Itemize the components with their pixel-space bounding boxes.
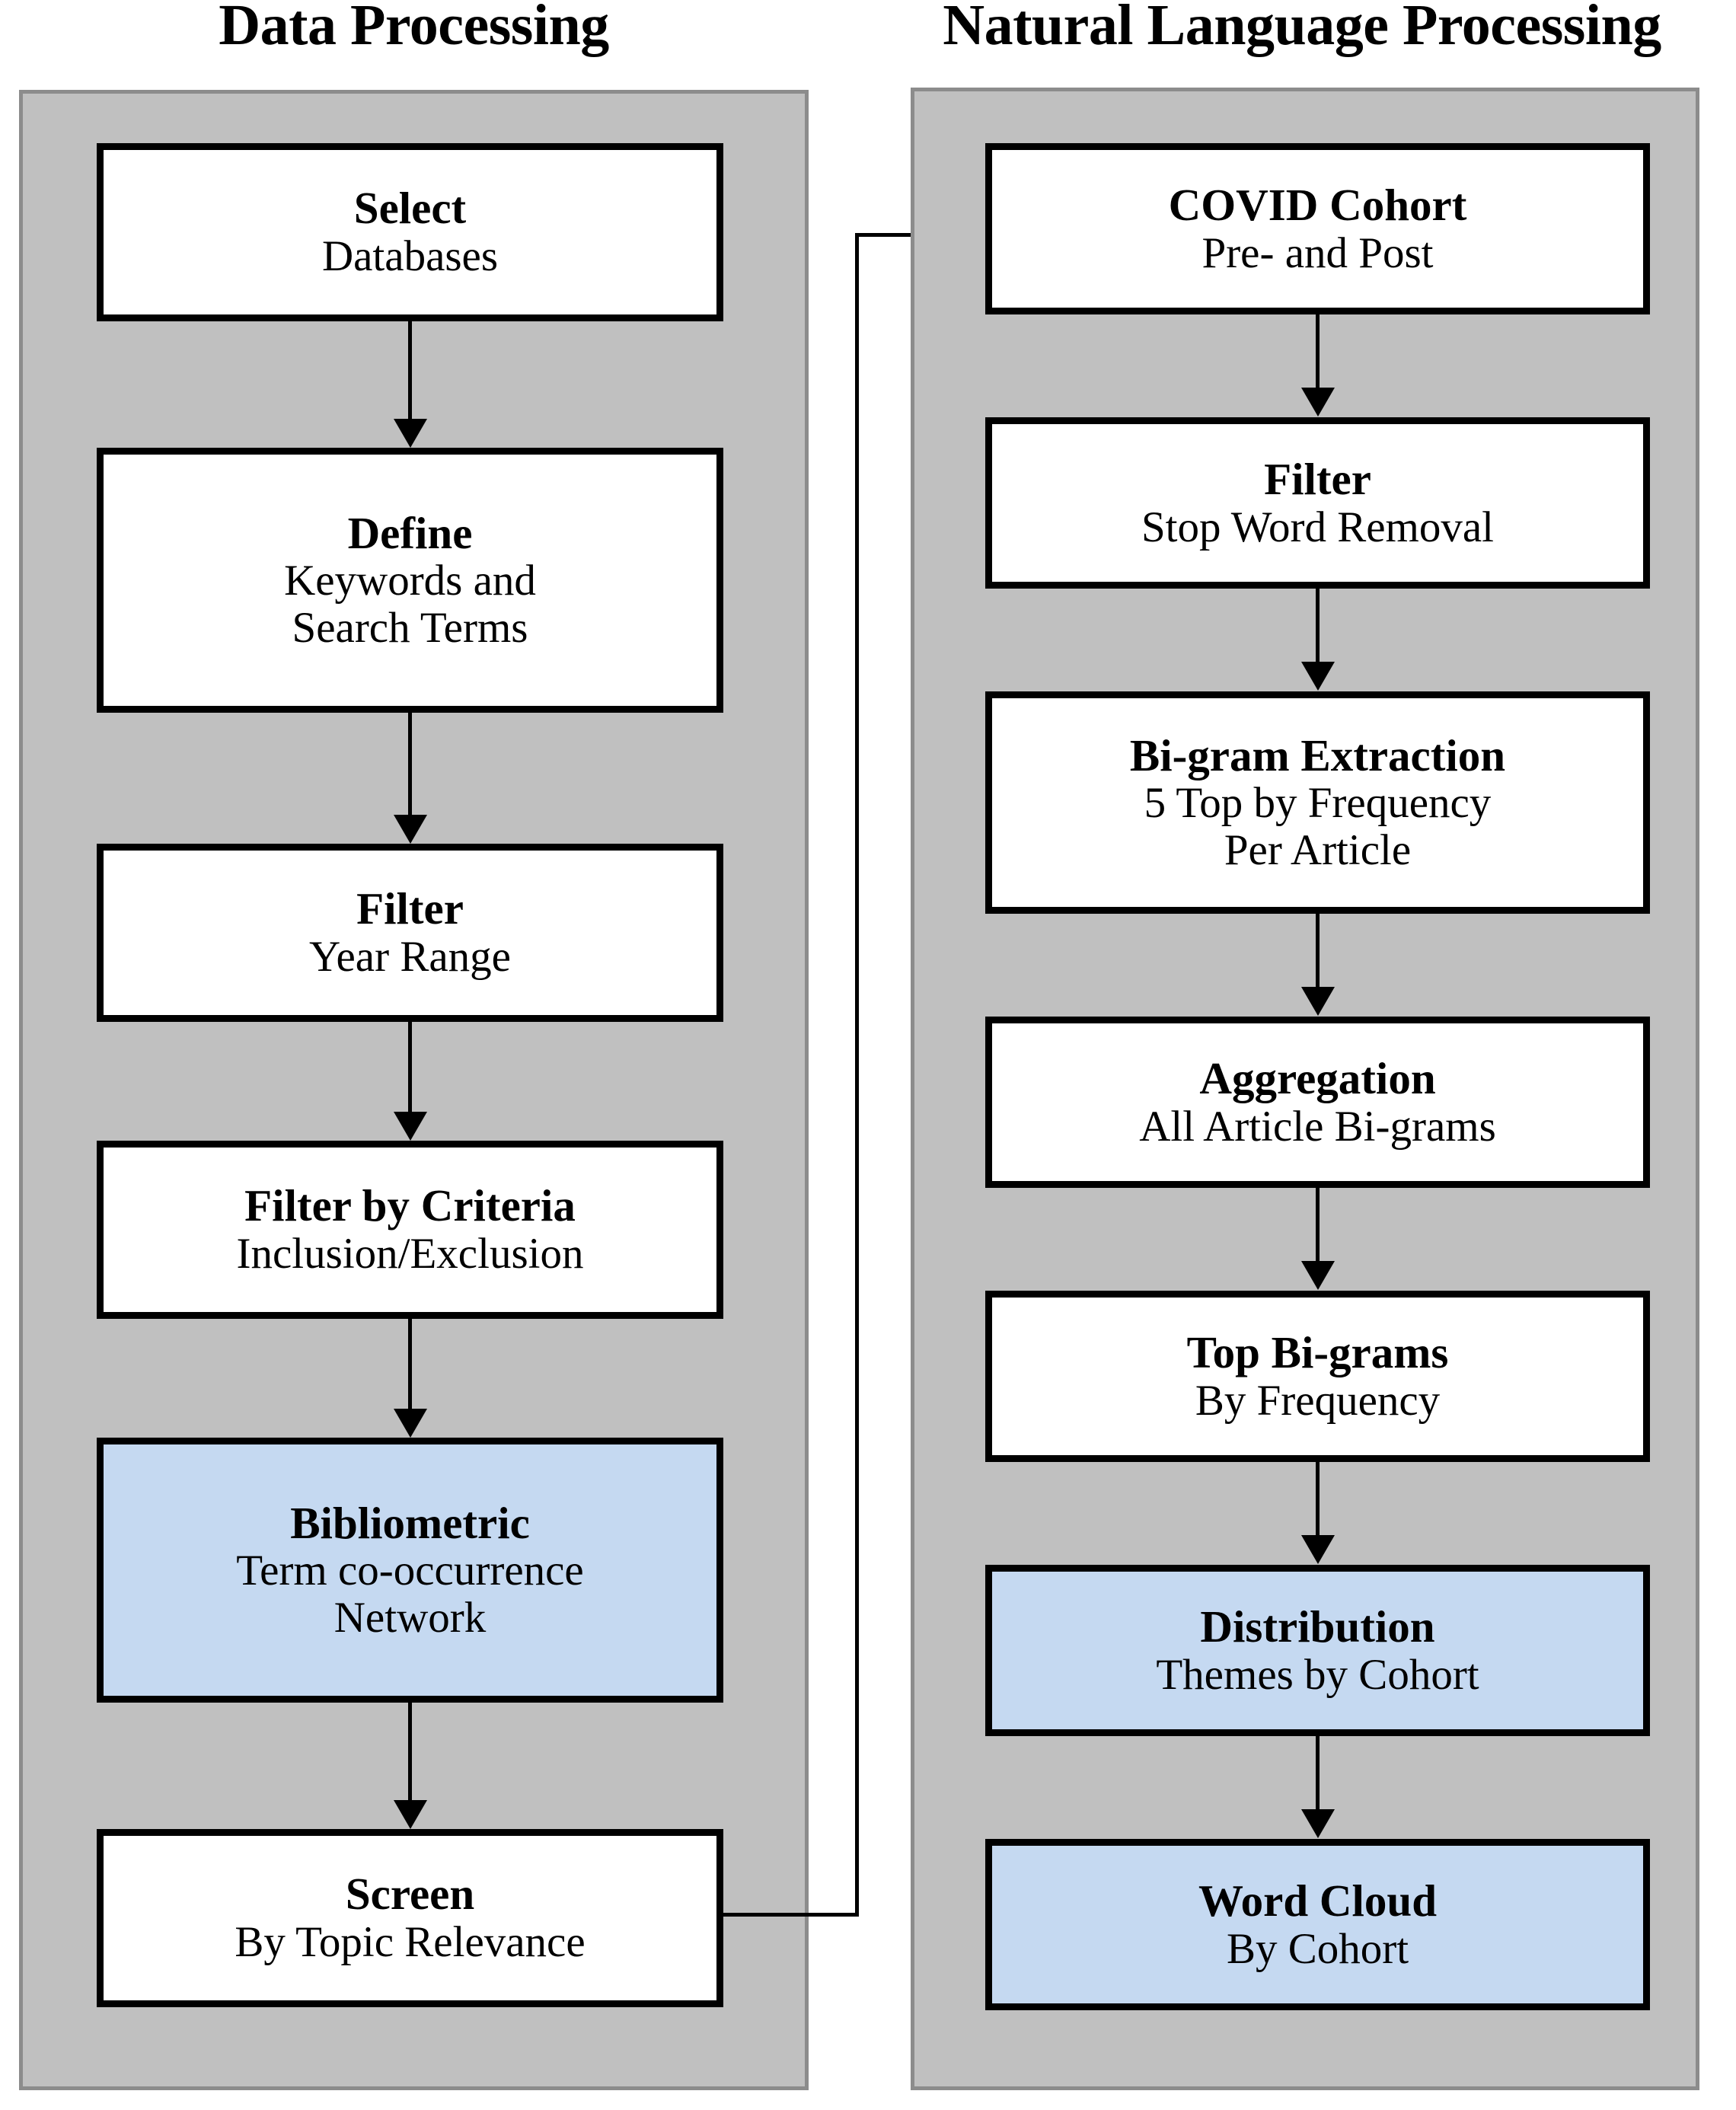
node-screen-subtitle: By Topic Relevance bbox=[235, 1918, 586, 1967]
node-define-subtitle-1: Keywords and bbox=[284, 557, 536, 605]
node-bibliometric-title: Bibliometric bbox=[290, 1497, 530, 1548]
node-covid-cohort-subtitle: Pre- and Post bbox=[1201, 228, 1434, 277]
panel-data-processing bbox=[19, 90, 809, 2090]
edge-filterstop-bigram-arrow bbox=[1301, 662, 1335, 691]
node-filter-criteria-subtitle: Inclusion/Exclusion bbox=[236, 1230, 584, 1278]
node-filter-stopword-subtitle: Stop Word Removal bbox=[1141, 503, 1494, 551]
node-define-title: Define bbox=[347, 507, 473, 558]
node-word-cloud[interactable]: Word Cloud By Cohort bbox=[985, 1839, 1650, 2010]
node-word-cloud-title: Word Cloud bbox=[1198, 1875, 1438, 1926]
node-aggregation-title: Aggregation bbox=[1199, 1052, 1436, 1103]
node-filter-criteria[interactable]: Filter by Criteria Inclusion/Exclusion bbox=[97, 1141, 723, 1319]
node-covid-cohort[interactable]: COVID Cohort Pre- and Post bbox=[985, 143, 1650, 314]
node-bigram-extraction-title: Bi-gram Extraction bbox=[1129, 729, 1506, 780]
column-title-data-processing: Data Processing bbox=[219, 0, 609, 57]
edge-covid-filterstop-line bbox=[1316, 314, 1320, 389]
node-covid-cohort-title: COVID Cohort bbox=[1168, 179, 1467, 230]
node-top-bigrams-subtitle: By Frequency bbox=[1195, 1376, 1441, 1425]
edge-define-filteryear-line bbox=[408, 713, 412, 816]
edge-topbigrams-distribution-arrow bbox=[1301, 1535, 1335, 1564]
edge-covid-filterstop-arrow bbox=[1301, 388, 1335, 417]
node-filter-year-subtitle: Year Range bbox=[309, 933, 511, 982]
edge-bibliometric-screen-arrow bbox=[394, 1800, 427, 1829]
node-distribution[interactable]: Distribution Themes by Cohort bbox=[985, 1565, 1650, 1736]
edge-filtercriteria-bibliometric-line bbox=[408, 1319, 412, 1410]
edge-select-define-line bbox=[408, 321, 412, 420]
node-bibliometric-subtitle-1: Term co-occurrence bbox=[236, 1547, 584, 1595]
edge-topbigrams-distribution-line bbox=[1316, 1462, 1320, 1537]
edge-define-filteryear-arrow bbox=[394, 815, 427, 844]
node-define[interactable]: Define Keywords and Search Terms bbox=[97, 448, 723, 713]
node-bigram-extraction[interactable]: Bi-gram Extraction 5 Top by Frequency Pe… bbox=[985, 691, 1650, 914]
column-title-natural-language-processing: Natural Language Processing bbox=[943, 0, 1661, 57]
edge-filteryear-filtercriteria-line bbox=[408, 1022, 412, 1113]
node-bibliometric[interactable]: Bibliometric Term co-occurrence Network bbox=[97, 1438, 723, 1703]
node-filter-stopword-title: Filter bbox=[1264, 453, 1371, 504]
node-screen-title: Screen bbox=[345, 1869, 475, 1920]
edge-select-define-arrow bbox=[394, 419, 427, 448]
edge-screen-covid-seg-v bbox=[855, 233, 859, 1914]
node-filter-year[interactable]: Filter Year Range bbox=[97, 844, 723, 1022]
node-top-bigrams[interactable]: Top Bi-grams By Frequency bbox=[985, 1291, 1650, 1462]
node-bigram-extraction-subtitle-2: Per Article bbox=[1224, 825, 1412, 874]
edge-distribution-wordcloud-arrow bbox=[1301, 1809, 1335, 1838]
edge-aggregation-topbigrams-arrow bbox=[1301, 1261, 1335, 1290]
node-select-subtitle: Databases bbox=[321, 232, 499, 281]
edge-aggregation-topbigrams-line bbox=[1316, 1188, 1320, 1262]
node-aggregation-subtitle: All Article Bi-grams bbox=[1139, 1102, 1496, 1151]
node-bibliometric-subtitle-2: Network bbox=[333, 1593, 487, 1642]
node-word-cloud-subtitle: By Cohort bbox=[1226, 1924, 1409, 1973]
node-filter-stopword[interactable]: Filter Stop Word Removal bbox=[985, 417, 1650, 589]
node-filter-criteria-title: Filter by Criteria bbox=[244, 1180, 576, 1231]
edge-bibliometric-screen-line bbox=[408, 1703, 412, 1802]
edge-filtercriteria-bibliometric-arrow bbox=[394, 1409, 427, 1438]
node-select[interactable]: Select Databases bbox=[97, 143, 723, 321]
node-define-subtitle-2: Search Terms bbox=[292, 603, 528, 652]
node-distribution-title: Distribution bbox=[1200, 1601, 1435, 1652]
edge-distribution-wordcloud-line bbox=[1316, 1736, 1320, 1811]
edge-bigram-aggregation-line bbox=[1316, 914, 1320, 988]
node-distribution-subtitle: Themes by Cohort bbox=[1156, 1650, 1479, 1699]
edge-filterstop-bigram-line bbox=[1316, 589, 1320, 663]
edge-bigram-aggregation-arrow bbox=[1301, 987, 1335, 1016]
node-aggregation[interactable]: Aggregation All Article Bi-grams bbox=[985, 1017, 1650, 1188]
edge-filteryear-filtercriteria-arrow bbox=[394, 1112, 427, 1141]
node-bigram-extraction-subtitle-1: 5 Top by Frequency bbox=[1144, 779, 1492, 828]
edge-screen-covid-seg-h1 bbox=[722, 1913, 859, 1917]
node-screen[interactable]: Screen By Topic Relevance bbox=[97, 1829, 723, 2007]
node-filter-year-title: Filter bbox=[356, 883, 464, 934]
node-top-bigrams-title: Top Bi-grams bbox=[1186, 1326, 1449, 1377]
node-select-title: Select bbox=[353, 183, 467, 234]
